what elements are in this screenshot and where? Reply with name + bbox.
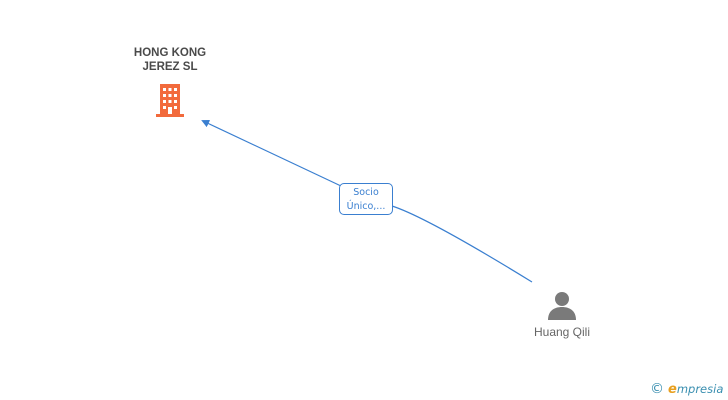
copyright-icon: © (650, 381, 664, 397)
company-name[interactable]: HONG KONG JEREZ SL (133, 47, 207, 73)
brand-logo-rest: mpresia (676, 381, 724, 396)
brand-logo-first-letter: e (668, 381, 677, 397)
footer-brand: © empresia (650, 380, 723, 398)
person-icon (548, 292, 576, 320)
building-icon (156, 84, 184, 117)
person-name[interactable]: Huang Qili (533, 325, 591, 339)
brand-logo: empresia (668, 382, 723, 397)
relation-label-line1: Socio (353, 187, 379, 198)
relation-label[interactable]: Socio Único,... (339, 183, 393, 215)
ownership-edge (203, 121, 533, 283)
relation-label-line2: Único,... (346, 201, 386, 212)
company-node[interactable]: HONG KONG JEREZ SL (110, 46, 230, 117)
